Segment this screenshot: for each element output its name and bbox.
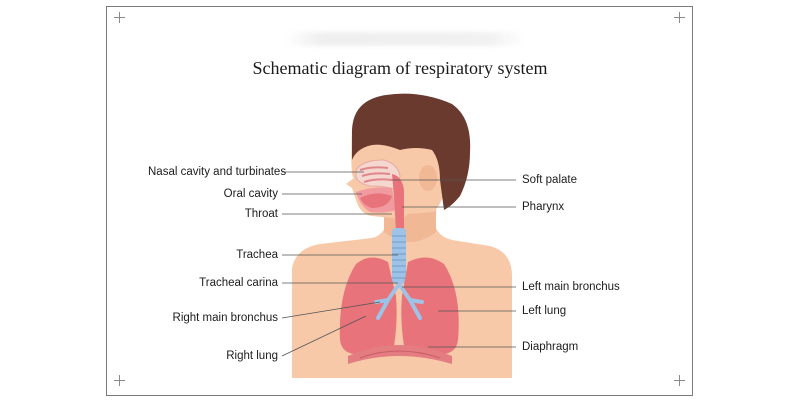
corner-crosshair-bottom-left	[114, 375, 125, 386]
label-trachea: Trachea	[236, 249, 278, 261]
diaphragm-stripes	[359, 350, 441, 359]
faded-watermark	[285, 32, 525, 46]
label-nasal-cavity: Nasal cavity and turbinates	[148, 166, 287, 178]
turbinates	[359, 166, 393, 183]
tongue	[360, 193, 392, 208]
label-throat: Throat	[244, 208, 278, 220]
bronchi	[374, 282, 424, 320]
corner-crosshair-top-right	[674, 12, 685, 23]
corner-crosshair-top-left	[114, 12, 125, 23]
label-soft-palate: Soft palate	[522, 174, 577, 186]
right-lung-shape	[339, 257, 397, 355]
left-lung-shape	[401, 257, 459, 355]
label-diaphragm: Diaphragm	[522, 341, 579, 353]
corner-crosshair-bottom-right	[674, 375, 685, 386]
hair	[352, 93, 471, 210]
leader-lines	[281, 171, 516, 357]
label-oral-cavity: Oral cavity	[223, 188, 278, 200]
label-left-lung: Left lung	[522, 305, 567, 317]
diaphragm-shape	[348, 345, 452, 364]
label-left-main-bronchus: Left main bronchus	[522, 281, 620, 293]
diagram-title: Schematic diagram of respiratory system	[252, 58, 548, 78]
label-tracheal-carina: Tracheal carina	[199, 277, 278, 289]
label-pharynx: Pharynx	[522, 201, 565, 213]
label-right-lung: Right lung	[226, 350, 278, 362]
trachea-rings	[392, 235, 406, 279]
ear	[419, 165, 437, 191]
label-right-main-bronchus: Right main bronchus	[172, 312, 278, 324]
pharynx-shape	[392, 174, 404, 232]
